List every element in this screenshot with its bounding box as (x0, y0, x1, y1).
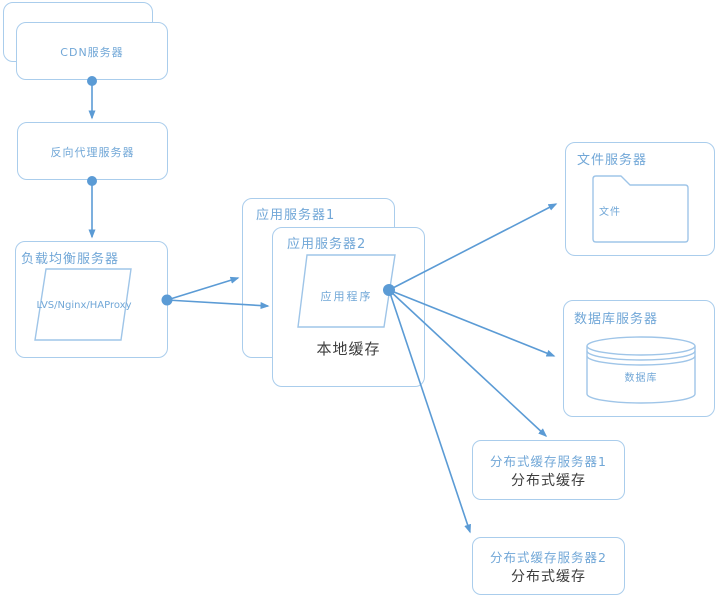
dist-cache-2-label: 分布式缓存服务器2 (490, 550, 607, 565)
cdn-server-label: CDN服务器 (60, 46, 124, 59)
app-server-2-label: 应用服务器2 (287, 237, 367, 252)
database-icon-label: 数据库 (624, 373, 658, 384)
app-program-label: 应用程序 (320, 290, 373, 303)
db-server-label: 数据库服务器 (574, 312, 659, 327)
file-icon-label: 文件 (599, 207, 621, 218)
edge-load-balancer-to-app-1 (166, 276, 240, 301)
local-cache-label: 本地缓存 (316, 340, 381, 358)
file-server-label: 文件服务器 (577, 153, 648, 168)
dist-cache-1-label: 分布式缓存服务器1 (490, 454, 607, 469)
node-dist-cache-server-2 (472, 537, 625, 595)
load-balancer-label: 负载均衡服务器 (21, 252, 120, 267)
reverse-proxy-label: 反向代理服务器 (50, 146, 135, 159)
node-dist-cache-server-1 (472, 440, 625, 500)
dist-cache-2-sublabel: 分布式缓存 (511, 569, 586, 585)
app-server-1-label: 应用服务器1 (256, 208, 336, 223)
node-cdn-server (16, 22, 168, 80)
load-balancer-software-label: LVS/Nginx/HAProxy (36, 300, 132, 311)
dist-cache-1-sublabel: 分布式缓存 (511, 473, 586, 489)
